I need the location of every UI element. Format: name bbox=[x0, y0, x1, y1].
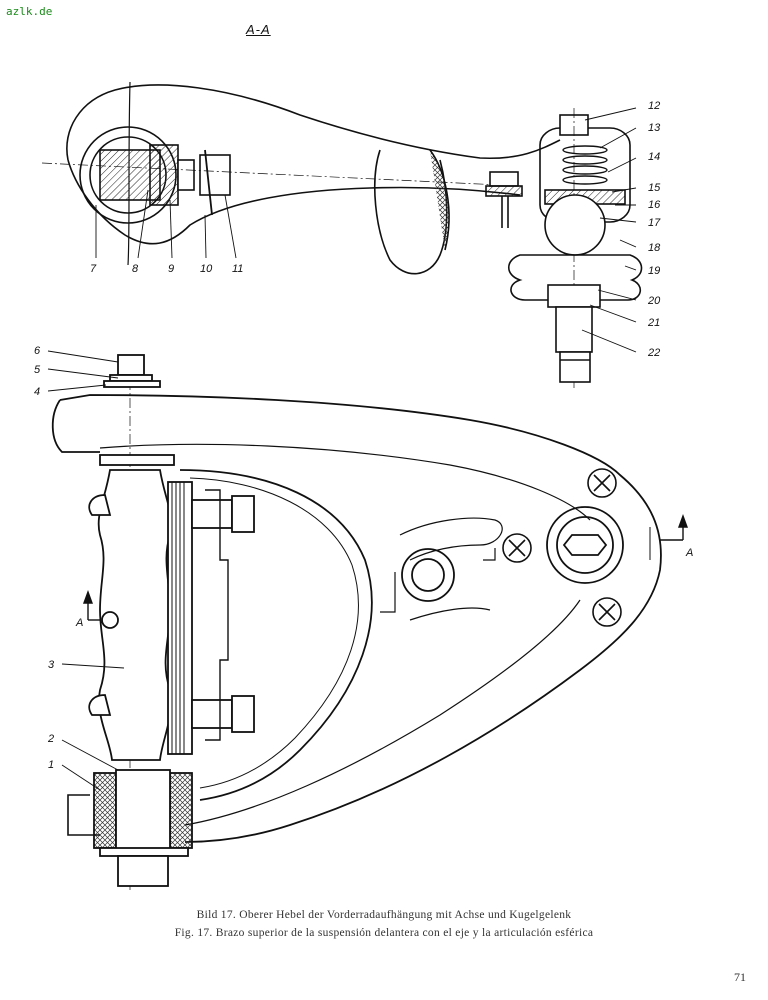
callout-16: 16 bbox=[648, 199, 661, 211]
callout-6: 6 bbox=[34, 345, 41, 357]
section-arrows bbox=[83, 513, 688, 621]
section-label: A-A bbox=[246, 22, 271, 37]
callout-18: 18 bbox=[648, 242, 661, 254]
callout-20: 20 bbox=[647, 295, 661, 307]
callout-11: 11 bbox=[232, 263, 243, 275]
callout-5: 5 bbox=[34, 364, 41, 376]
callout-22: 22 bbox=[647, 347, 660, 359]
callout-9: 9 bbox=[168, 263, 174, 275]
section-marker-right: A bbox=[685, 547, 693, 559]
callout-10: 10 bbox=[200, 263, 213, 275]
callout-7: 7 bbox=[90, 263, 97, 275]
caption-german: Bild 17. Oberer Hebel der Vorderradaufhä… bbox=[196, 909, 572, 921]
callout-13: 13 bbox=[648, 122, 661, 134]
callout-4: 4 bbox=[34, 386, 40, 398]
callout-14: 14 bbox=[648, 151, 660, 163]
caption-spanish: Fig. 17. Brazo superior de la suspensión… bbox=[174, 927, 594, 939]
callout-21: 21 bbox=[647, 317, 660, 329]
callout-1: 1 bbox=[48, 759, 54, 771]
callout-15: 15 bbox=[648, 182, 661, 194]
watermark: azlk.de bbox=[6, 5, 53, 18]
leader-lines bbox=[47, 107, 637, 791]
callout-17: 17 bbox=[648, 217, 661, 229]
callout-3: 3 bbox=[48, 659, 55, 671]
callout-12: 12 bbox=[648, 100, 660, 112]
section-marker-left: A bbox=[75, 617, 83, 629]
callout-8: 8 bbox=[132, 263, 139, 275]
section-view-a-a bbox=[41, 81, 643, 390]
callout-2: 2 bbox=[47, 733, 54, 745]
plan-view-upper-arm bbox=[51, 354, 662, 890]
callout-19: 19 bbox=[648, 265, 660, 277]
page-number: 71 bbox=[734, 970, 746, 984]
